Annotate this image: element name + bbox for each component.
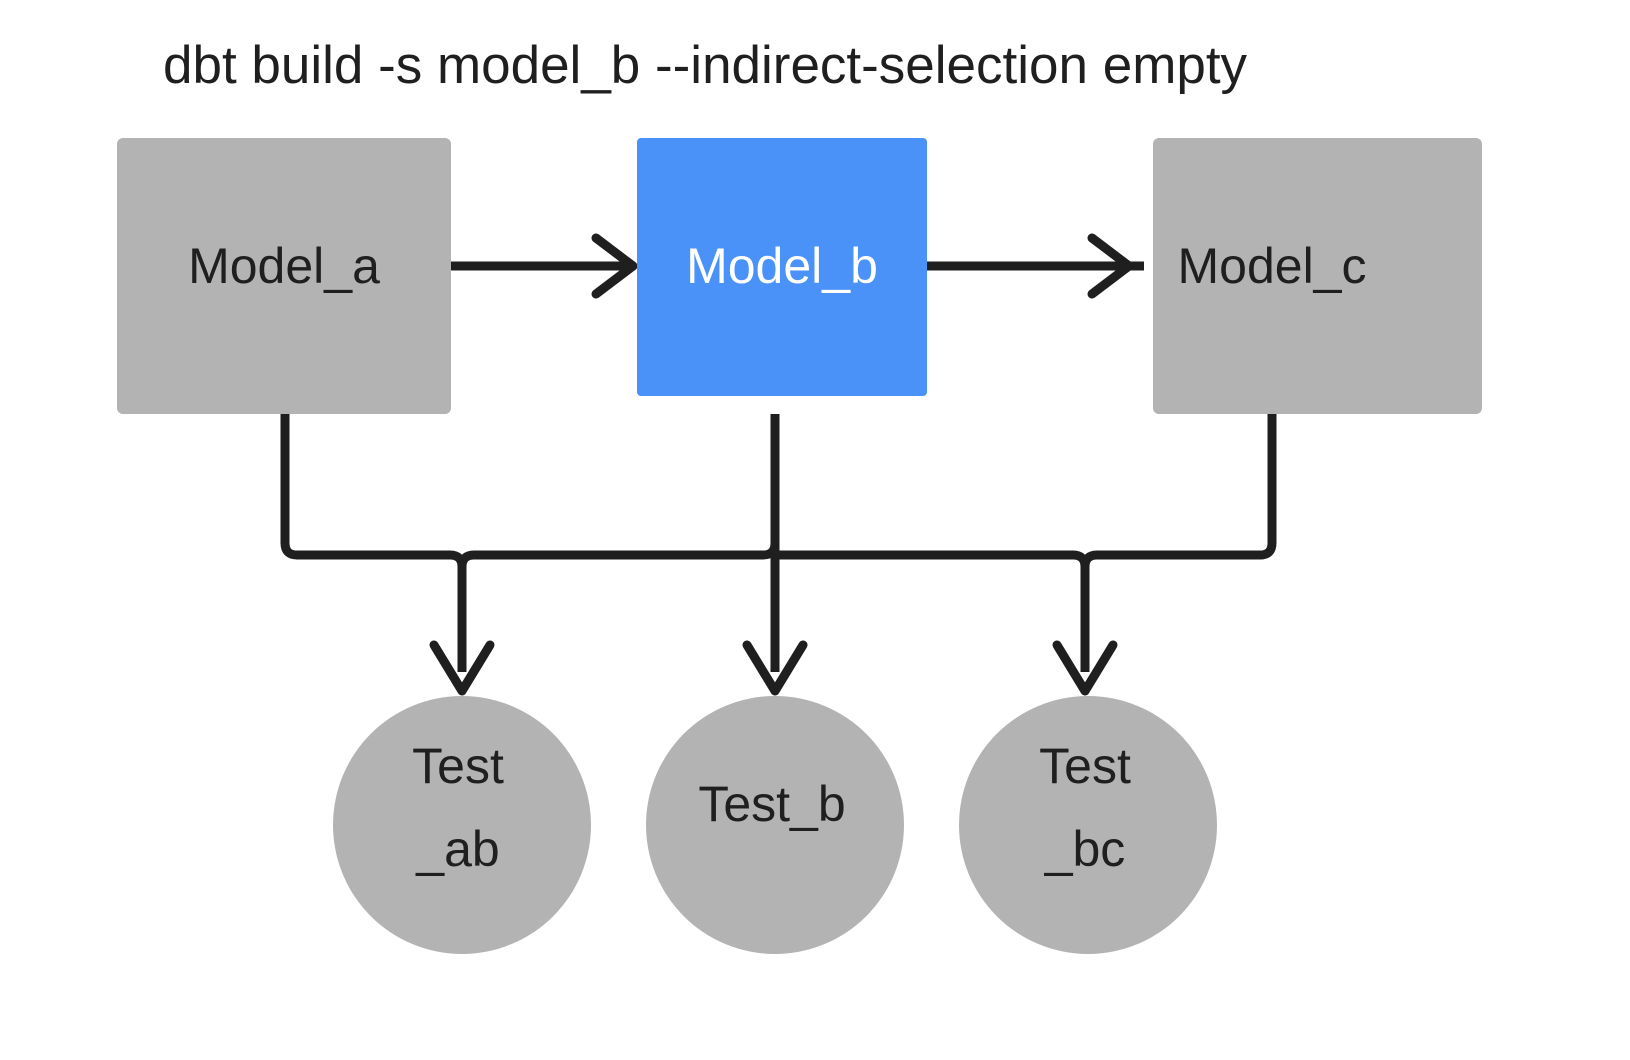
test-ab-circle[interactable] [333,696,591,954]
model-a-box[interactable] [117,138,451,414]
test-ab-label-line2: _ab [415,821,499,877]
node-model-a[interactable]: Model_a [117,138,451,414]
edge-model-a-to-test-ab [280,414,495,696]
model-a-label: Model_a [188,238,380,294]
test-bc-circle[interactable] [959,696,1217,954]
node-test-ab[interactable]: Test _ab [333,696,591,954]
node-model-b[interactable]: Model_b [637,138,927,396]
test-b-circle[interactable] [646,696,904,954]
edge-model-b-to-test-b [742,414,808,696]
edge-model-b-to-test-ab [457,414,780,568]
node-test-bc[interactable]: Test _bc [959,696,1217,954]
node-test-b[interactable]: Test_b [646,696,904,954]
model-c-label: Model_c [1178,238,1367,294]
test-bc-label-line2: _bc [1044,821,1126,877]
edge-model-c-to-test-bc [1080,414,1277,568]
edge-model-a-to-model-b [451,233,638,299]
node-model-c[interactable]: Model_c [1153,138,1482,414]
diagram-title: dbt build -s model_b --indirect-selectio… [163,36,1248,95]
test-ab-label-line1: Test [412,738,504,794]
model-b-box[interactable] [637,138,927,396]
edge-model-b-to-model-c [927,233,1144,299]
model-c-box[interactable] [1153,138,1482,414]
test-b-label-line1: Test_b [698,776,845,832]
model-b-label: Model_b [686,238,878,294]
test-bc-label-line1: Test [1039,738,1131,794]
edge-model-b-to-test-bc [775,550,1118,696]
